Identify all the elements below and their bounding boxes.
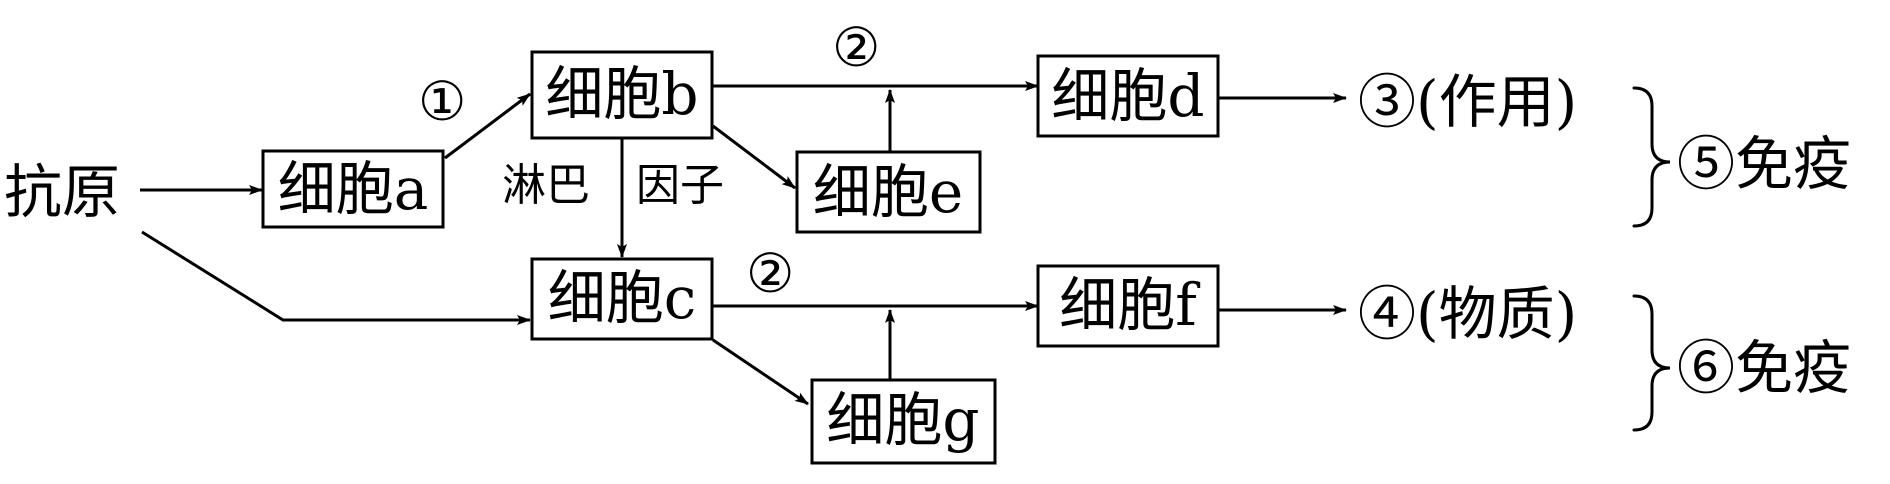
cell-e-label: 细胞e [813, 158, 963, 226]
cell-d-label: 细胞d [1051, 62, 1204, 130]
immunity-top-label: ⑤免疫 [1677, 130, 1851, 198]
output-top-label: ③(作用) [1358, 68, 1577, 136]
arrow-cell-a-to-cell-b [444, 92, 531, 160]
cell-a-node: 细胞a [261, 149, 445, 229]
top-brace [1632, 86, 1671, 228]
bottom-brace [1632, 294, 1671, 432]
cell-c-label: 细胞c [548, 264, 696, 332]
antigen-label: 抗原 [4, 158, 120, 226]
cell-c-node: 细胞c [530, 257, 714, 341]
cell-f-node: 细胞f [1036, 264, 1220, 348]
cell-d-node: 细胞d [1036, 54, 1220, 138]
lymphokine-label-part2: 因子 [636, 160, 724, 211]
arrow-antigen-to-cell-c [141, 230, 531, 325]
cell-e-node: 细胞e [795, 150, 982, 234]
step-1-label: ① [418, 70, 466, 133]
immunity-bottom-label: ⑥免疫 [1677, 334, 1851, 402]
step-2-bottom-label: ② [746, 242, 794, 305]
cell-b-label: 细胞b [545, 60, 698, 128]
arrow-cell-c-to-cell-g [712, 338, 809, 406]
cell-g-node: 细胞g [810, 378, 997, 465]
cell-a-label: 细胞a [278, 155, 429, 223]
cell-g-label: 细胞g [826, 386, 979, 454]
connectors [140, 81, 1347, 406]
cell-b-node: 细胞b [530, 50, 714, 140]
arrow-cell-b-to-cell-e [712, 124, 796, 190]
output-bottom-label: ④(物质) [1358, 280, 1577, 348]
lymphokine-label-part1: 淋巴 [502, 160, 590, 211]
cell-f-label: 细胞f [1059, 271, 1200, 339]
step-2-top-label: ② [832, 16, 880, 79]
